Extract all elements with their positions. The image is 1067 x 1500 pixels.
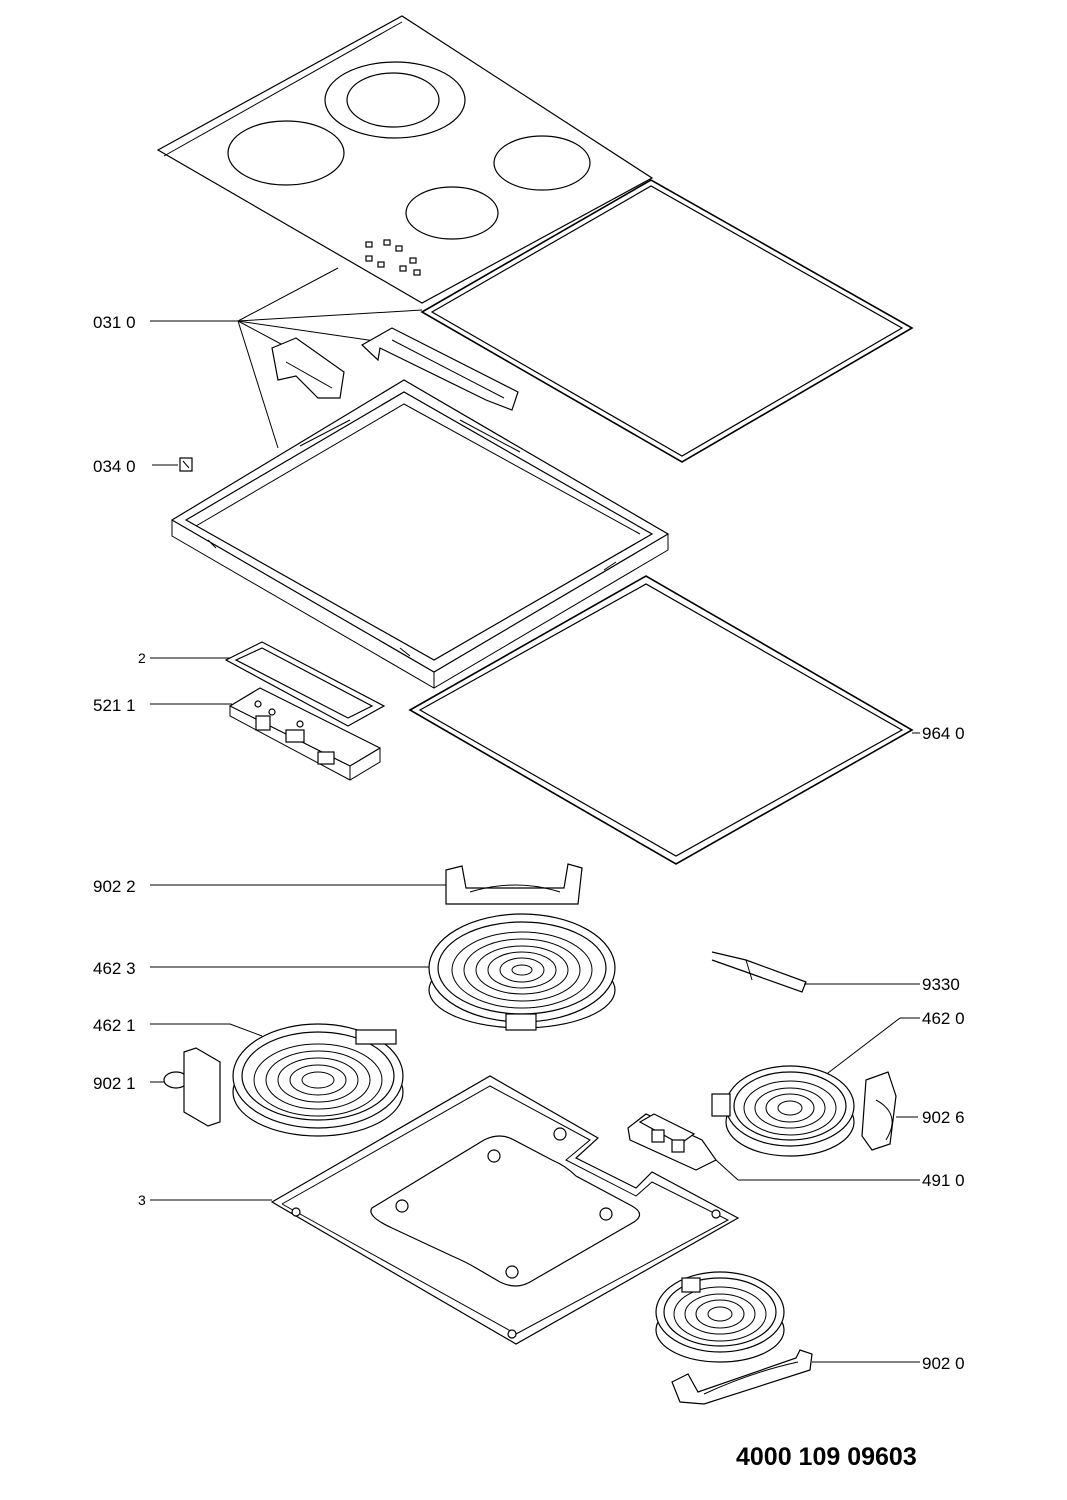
label-0340: 034 0 <box>93 457 136 476</box>
label-9640: 964 0 <box>922 724 965 743</box>
cooking-zone-right <box>493 135 591 191</box>
label-3: 3 <box>138 1192 146 1208</box>
label-9330: 9330 <box>922 975 960 994</box>
bottom-tray <box>150 1075 740 1345</box>
document-number: 4000 109 09603 <box>736 1443 917 1471</box>
hotplate-4623 <box>150 913 616 1031</box>
label-4620: 462 0 <box>922 1009 965 1028</box>
hob-frame <box>170 379 670 689</box>
label-2: 2 <box>138 650 146 666</box>
temperature-limiter-9330 <box>711 951 920 993</box>
label-0310: 031 0 <box>93 313 136 332</box>
glass-top-plate <box>156 15 654 304</box>
connection-block-4910 <box>627 1113 920 1181</box>
control-board-cover <box>150 641 386 727</box>
touch-control-keys <box>365 239 421 276</box>
bracket-9022 <box>150 863 583 905</box>
label-4623: 462 3 <box>93 959 136 978</box>
bracket-9021 <box>150 1047 221 1127</box>
label-9020: 902 0 <box>922 1354 965 1373</box>
bracket-long <box>360 327 519 411</box>
hotplate-4620 <box>711 1017 920 1157</box>
hotplate-bottom <box>655 1271 785 1363</box>
label-9022: 902 2 <box>93 877 136 896</box>
bracket-9020 <box>671 1349 920 1405</box>
label-5211: 521 1 <box>93 696 136 715</box>
label-9026: 902 6 <box>922 1108 965 1127</box>
bracket-left <box>271 337 345 399</box>
label-4910: 491 0 <box>922 1171 965 1190</box>
upper-gasket <box>420 179 914 463</box>
hotplate-4621 <box>150 1023 404 1137</box>
cooking-zone-large-left <box>227 120 345 186</box>
cooking-zone-front <box>405 186 499 240</box>
clip-0340 <box>152 457 193 472</box>
bracket-9026 <box>861 1071 918 1151</box>
label-9021: 902 1 <box>93 1074 136 1093</box>
cooking-zone-inner-ring <box>346 72 440 128</box>
lower-gasket <box>408 575 916 865</box>
electronic-control-board <box>150 687 382 781</box>
label-4621: 462 1 <box>93 1016 136 1035</box>
